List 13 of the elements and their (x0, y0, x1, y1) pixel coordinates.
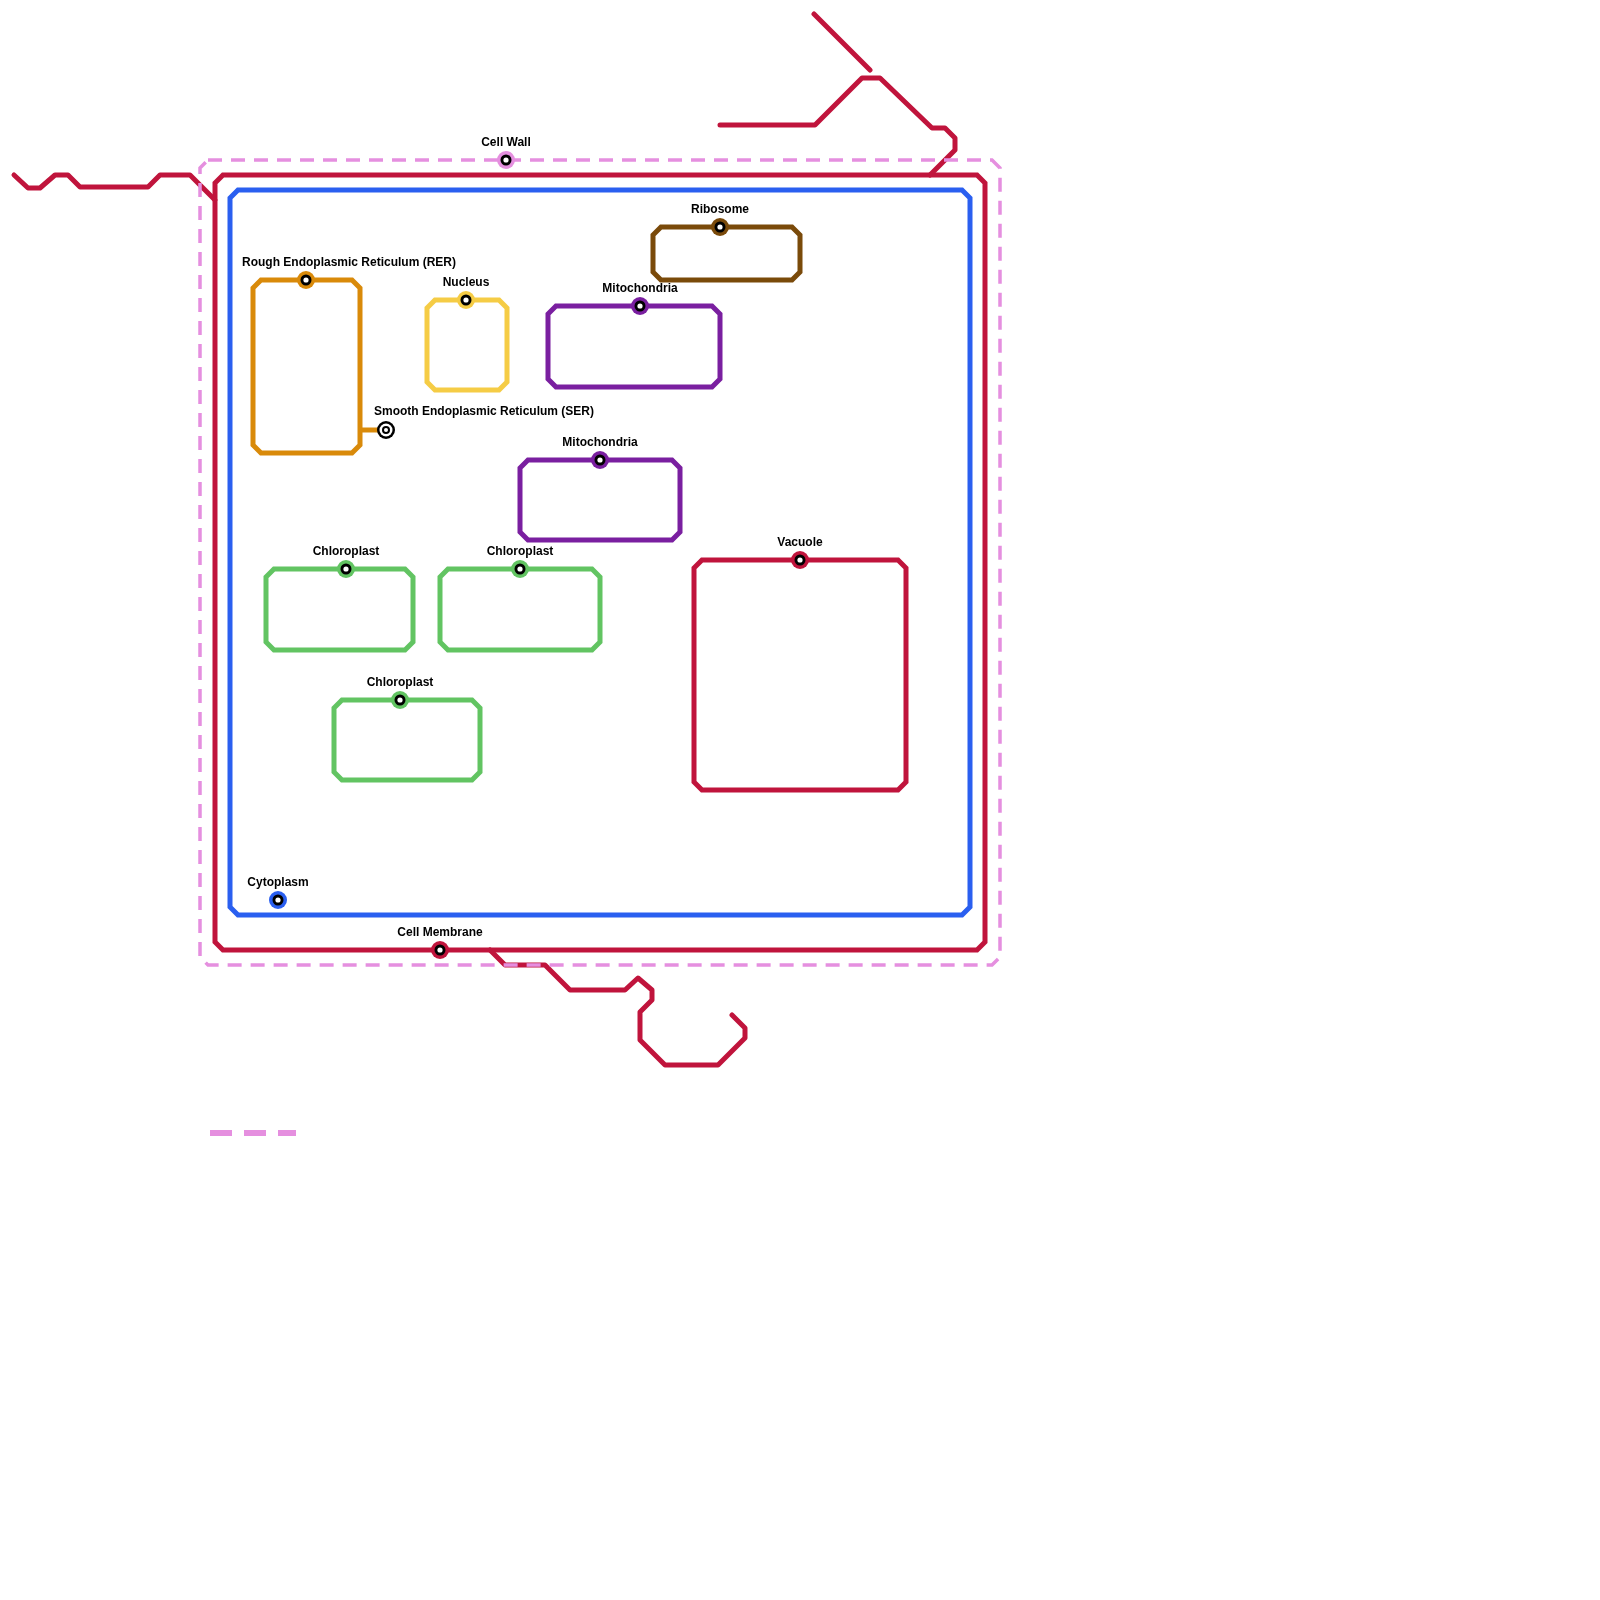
station-label: Chloroplast (366, 675, 434, 689)
station-label: Smooth Endoplasmic Reticulum (SER) (374, 404, 595, 418)
station-label: Cell Wall (481, 135, 531, 149)
station-label: Ribosome (691, 202, 749, 216)
station-label: Rough Endoplasmic Reticulum (RER) (242, 255, 456, 269)
station-label: Vacuole (777, 535, 823, 549)
station-label: Nucleus (442, 275, 490, 289)
station-label: Chloroplast (312, 544, 380, 558)
station-label: Chloroplast (486, 544, 554, 558)
station-label: Cytoplasm (247, 875, 309, 889)
station-label: Mitochondria (562, 435, 638, 449)
station-label: Mitochondria (602, 281, 678, 295)
station-label: Cell Membrane (397, 925, 483, 939)
